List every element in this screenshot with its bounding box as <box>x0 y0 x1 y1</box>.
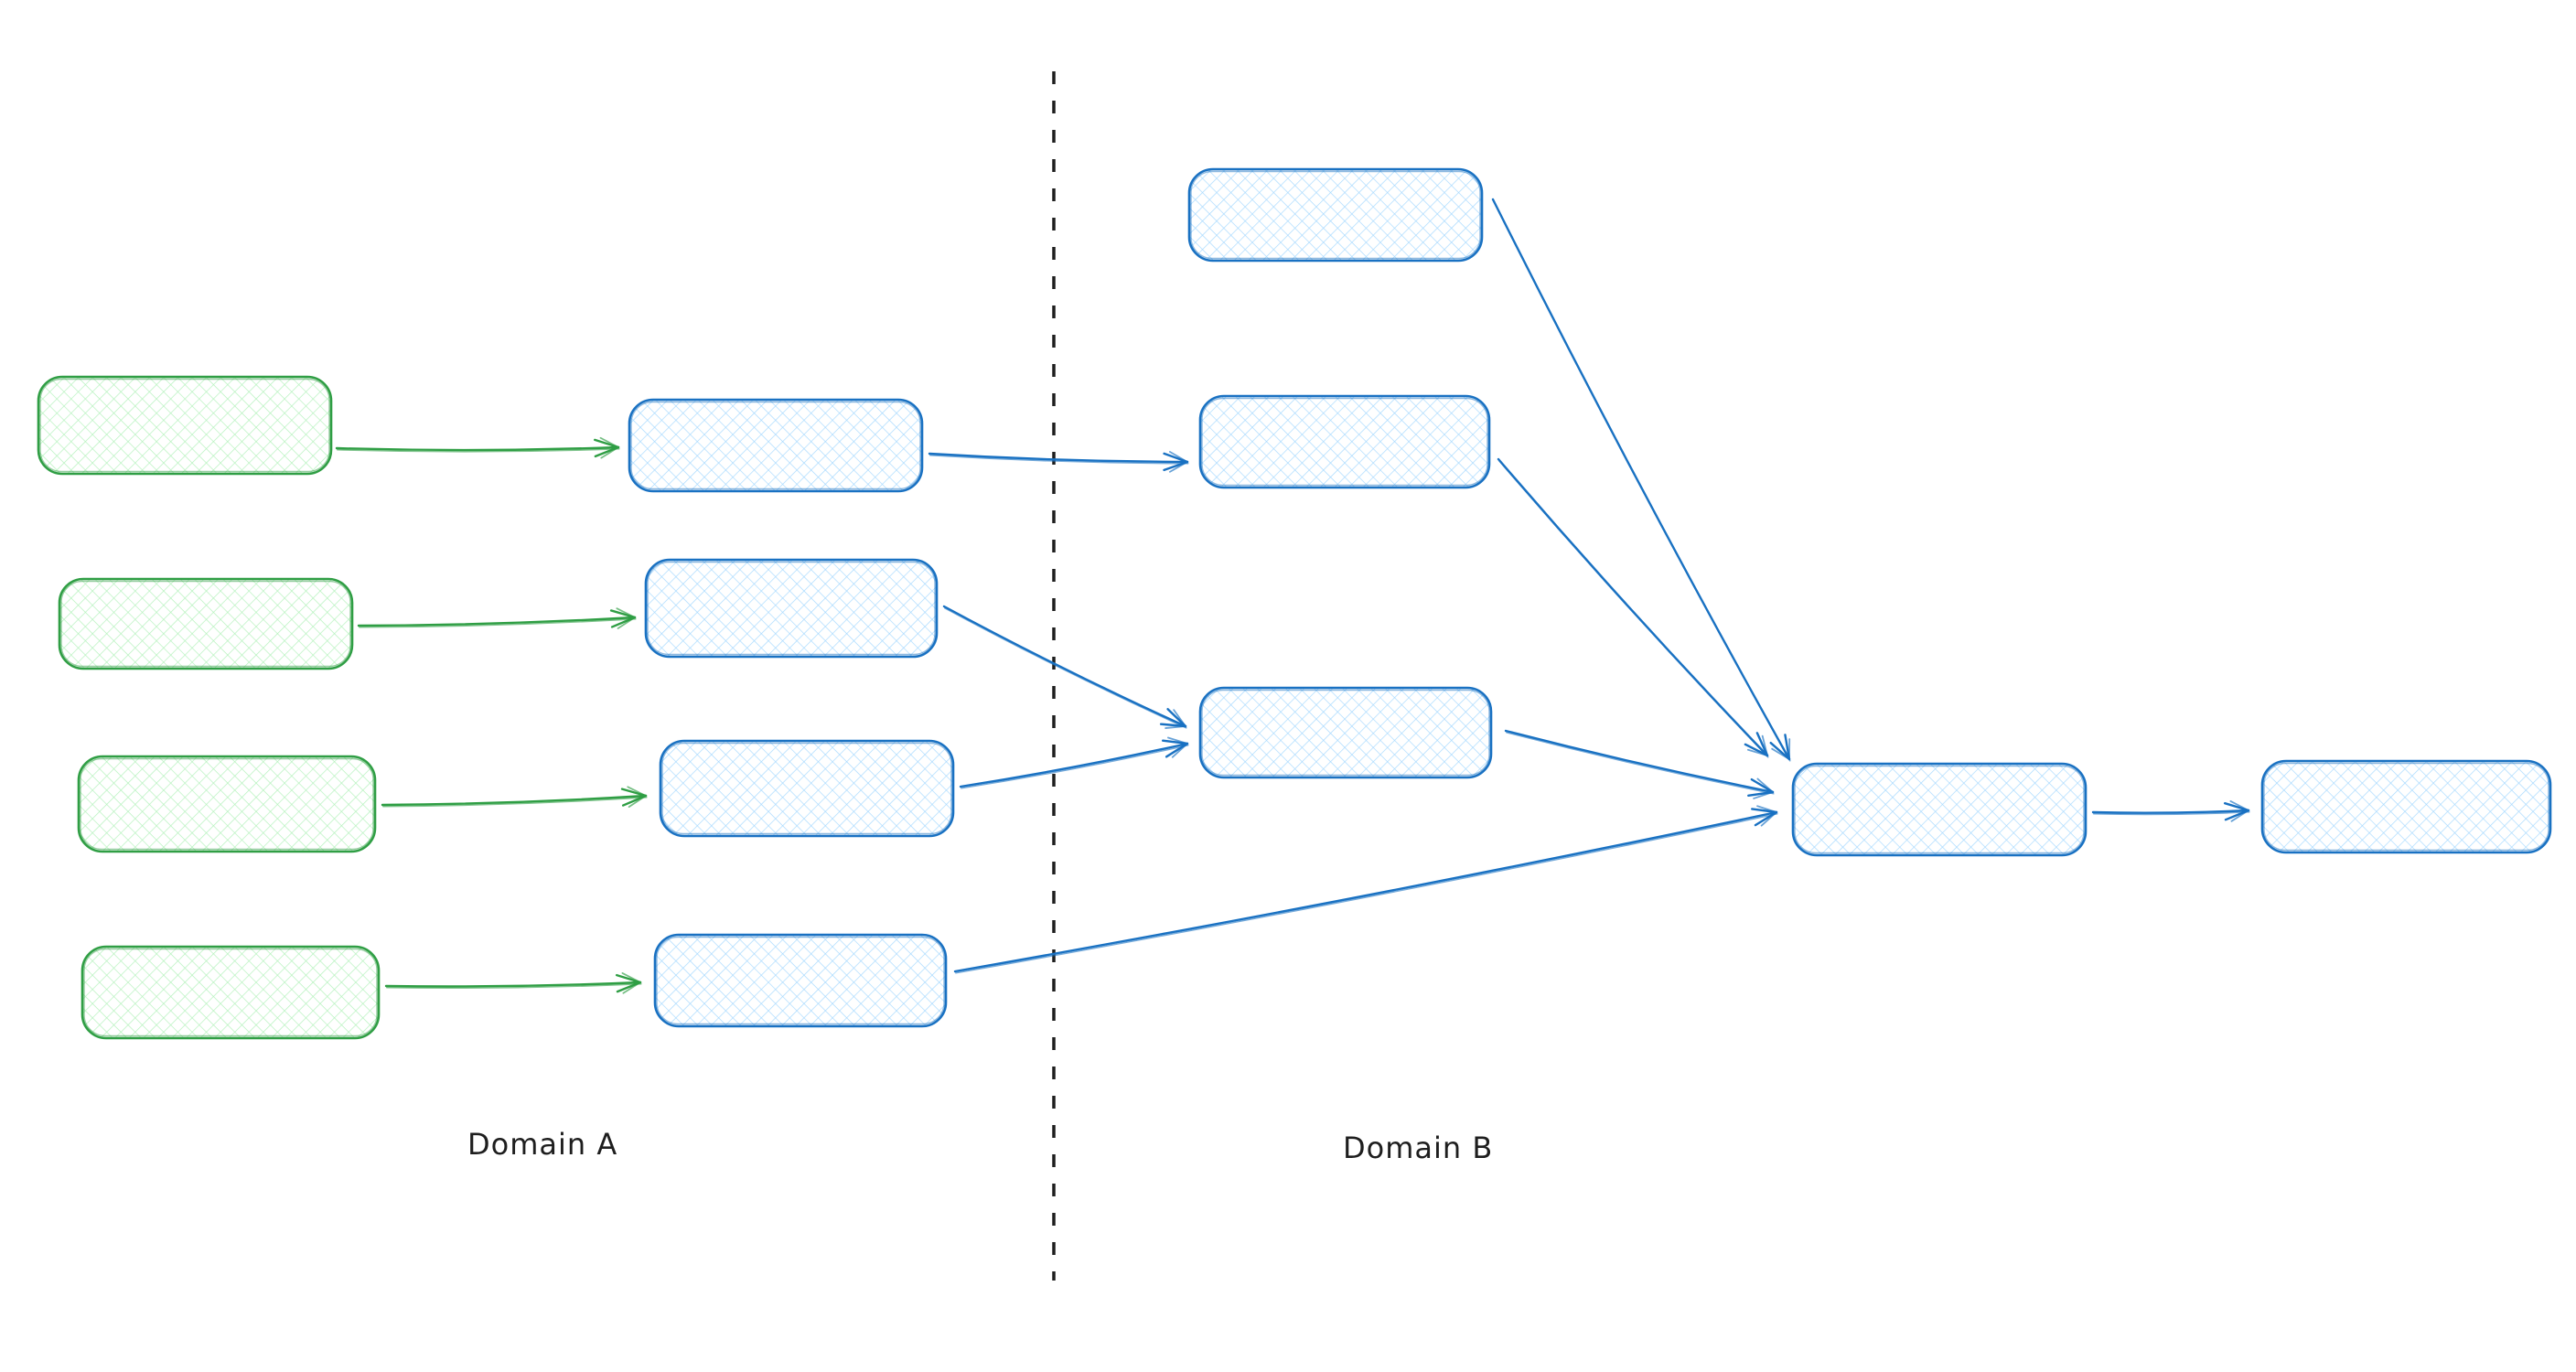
arrow-a3-to-b3[interactable] <box>959 736 1189 789</box>
arrow-c-to-d[interactable] <box>2091 800 2250 822</box>
node-green-2[interactable] <box>58 577 354 670</box>
arrow-green2-to-a2[interactable] <box>357 607 637 629</box>
domain-b-label: Domain B <box>1343 1131 1493 1165</box>
node-green-4[interactable] <box>80 945 381 1040</box>
node-blue-a1[interactable] <box>628 398 924 493</box>
node-blue-a4[interactable] <box>653 933 948 1028</box>
arrow-green3-to-a3[interactable] <box>381 786 648 809</box>
node-blue-b2[interactable] <box>1198 394 1491 489</box>
edges-layer <box>335 198 2250 994</box>
arrow-green4-to-a4[interactable] <box>384 972 642 994</box>
node-blue-b1[interactable] <box>1187 167 1484 263</box>
arrow-a1-to-b2[interactable] <box>928 451 1189 473</box>
nodes-layer <box>37 167 2552 1040</box>
arrow-green1-to-a1[interactable] <box>335 436 620 459</box>
arrow-b2-to-c[interactable] <box>1497 457 1769 758</box>
arrow-b3-to-c[interactable] <box>1504 729 1775 799</box>
node-green-3[interactable] <box>77 755 377 853</box>
arrow-a2-to-b3[interactable] <box>942 605 1187 729</box>
arrow-a4-to-c[interactable] <box>953 805 1778 974</box>
arrow-b1-to-c[interactable] <box>1491 198 1791 762</box>
node-blue-a3[interactable] <box>659 739 955 838</box>
domain-a-label: Domain A <box>467 1127 617 1162</box>
node-blue-b3[interactable] <box>1198 686 1493 779</box>
node-green-1[interactable] <box>37 375 333 476</box>
node-blue-c[interactable] <box>1791 762 2088 857</box>
node-blue-d[interactable] <box>2260 759 2552 854</box>
node-blue-a2[interactable] <box>644 558 939 659</box>
